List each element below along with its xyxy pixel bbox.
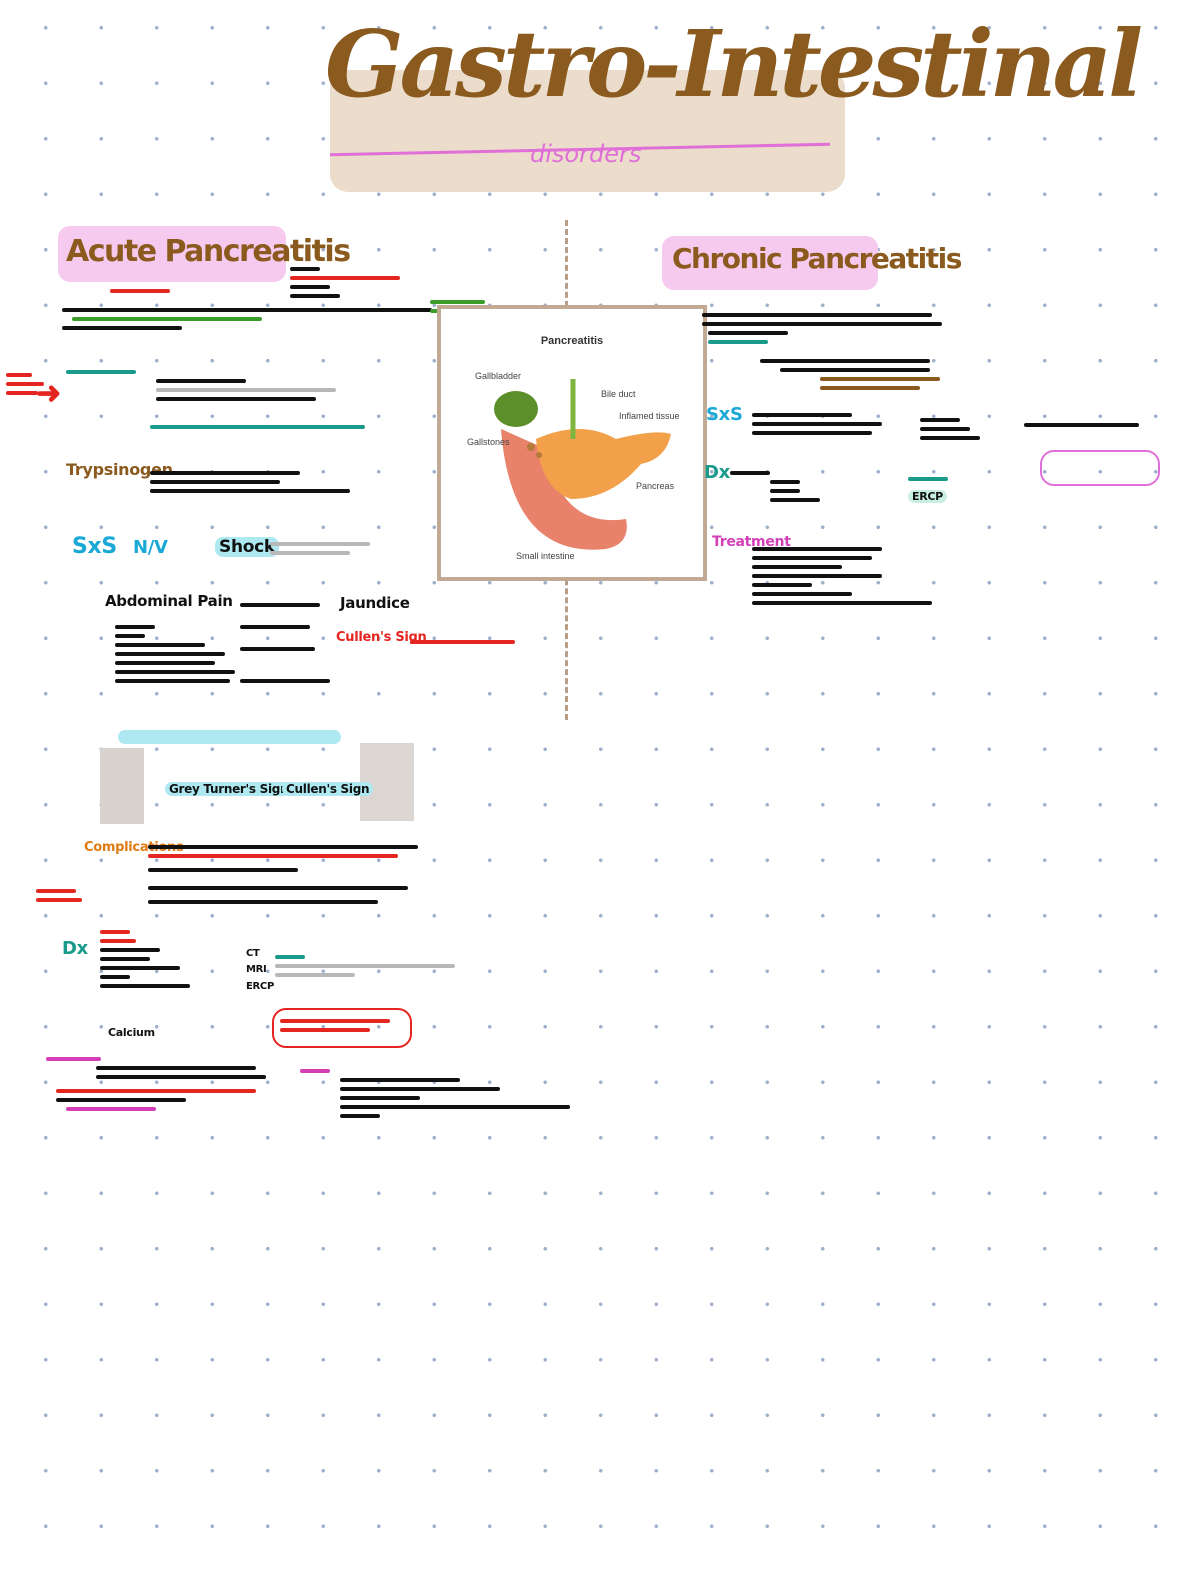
cullen-sign-red: Cullen's Sign (336, 630, 427, 645)
trypsinogen-notes (150, 466, 360, 498)
chronic-sxs-list (752, 408, 892, 440)
acute-dx-label: Dx (62, 938, 88, 959)
small-intestine-shape (501, 429, 627, 550)
complications-label: Complications (84, 840, 184, 855)
mri-label: MRI (246, 964, 267, 975)
main-causes-block (66, 365, 366, 406)
abdominal-pain-label: Abdominal Pain (105, 592, 233, 610)
chronic-heading-highlight (662, 236, 878, 290)
chronic-sxs-detail (920, 413, 1160, 445)
chronic-treatment-list (752, 542, 942, 610)
shock-notes (270, 537, 380, 560)
dx-callout-text (280, 1014, 400, 1037)
gallstone-2 (536, 452, 542, 458)
gallstone-1 (527, 443, 535, 451)
calcium-label: Calcium (108, 1026, 155, 1039)
acute-heading-highlight (58, 226, 286, 282)
red-arrow-icon: ➜ (36, 377, 62, 410)
diagram-title: Pancreatitis (540, 335, 604, 347)
imaging-notes (275, 950, 465, 982)
chronic-definition (702, 308, 952, 349)
trypsinogen-label: Trypsinogen (66, 460, 173, 479)
ercp-label: ERCP (246, 981, 274, 992)
sxs-column-2 (240, 598, 520, 688)
causes-notes (290, 262, 410, 303)
grey-turner-label: Grey Turner's Sign (165, 782, 293, 796)
acute-heading: Acute Pancreatitis (66, 234, 351, 269)
acute-nv-label: N/V (133, 537, 168, 558)
chronic-heading: Chronic Pancreatitis (672, 242, 962, 275)
label-small-intestine: Small intestine (516, 551, 575, 561)
pancreatitis-diagram: Pancreatitis Gallbladder Bile duct Infla… (437, 305, 707, 581)
pancreas-illustration (494, 379, 671, 550)
abdominal-pain-details (115, 620, 245, 688)
title-highlight (330, 70, 845, 192)
pancreas-shape (536, 429, 671, 499)
cullen-red-note (410, 635, 520, 649)
jaundice-label: Jaundice (340, 594, 410, 612)
chronic-dx-list (730, 466, 840, 507)
acute-definition (62, 303, 432, 335)
chronic-sxs-label: SxS (706, 404, 743, 425)
page-subtitle: disorders (530, 140, 642, 168)
label-bile-duct: Bile duct (601, 389, 636, 399)
page-title: Gastro-Intestinal (325, 10, 1143, 118)
acute-sxs-label: SxS (72, 534, 117, 559)
gallbladder-shape (494, 391, 538, 427)
chronic-pink-callout (1040, 450, 1160, 486)
chronic-classifications (760, 354, 940, 395)
chronic-ercp-label: ERCP (908, 490, 947, 503)
dx-side-note (36, 884, 86, 907)
treatment-block (46, 1052, 286, 1116)
chronic-treatment-label: Treatment (712, 534, 791, 550)
chronic-sxs-far (1024, 418, 1144, 432)
risk-factors-note (6, 368, 56, 400)
label-inflamed-tissue: Inflamed tissue (619, 411, 680, 421)
highlight-bar (118, 730, 341, 744)
acute-subnote (110, 284, 170, 298)
dx-lab-list (100, 925, 220, 993)
grey-turner-photo (100, 748, 144, 824)
label-gallstones: Gallstones (467, 437, 510, 447)
complications-notes (148, 840, 428, 909)
treatment-right-block (300, 1064, 580, 1123)
ct-label: CT (246, 948, 260, 959)
cullen-label: Cullen's Sign (282, 782, 374, 796)
acute-shock-label: Shock (215, 537, 279, 557)
causes-summary (150, 420, 370, 434)
label-gallbladder: Gallbladder (475, 371, 522, 381)
chronic-dx-right (908, 472, 1018, 486)
dx-callout-box (272, 1008, 412, 1048)
label-pancreas: Pancreas (636, 481, 675, 491)
chronic-dx-label: Dx (704, 462, 730, 483)
